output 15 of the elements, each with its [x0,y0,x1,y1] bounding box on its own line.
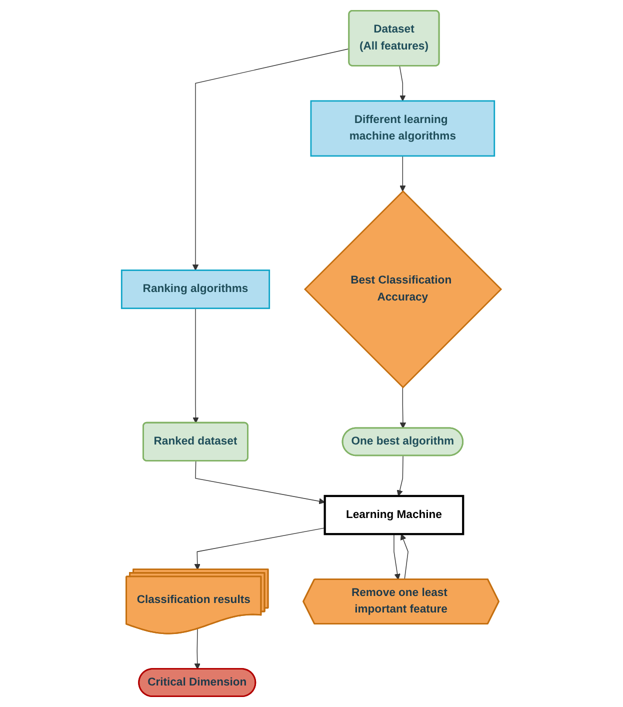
arrow [192,48,350,271]
node-diamond: Best Classification Accuracy [304,190,502,388]
node-box: Learning Machine [324,494,464,536]
arrow [400,156,406,192]
arrow [195,460,326,504]
arrow [400,387,406,429]
arrow [396,455,404,496]
arrow [394,534,401,580]
arrow [400,534,409,580]
node-box: Different learning machine algorithms [310,100,496,157]
arrow [194,528,326,570]
arrow [194,628,201,670]
arrow [399,66,406,102]
node-box: Ranking algorithms [121,270,270,310]
arrow [192,308,199,424]
